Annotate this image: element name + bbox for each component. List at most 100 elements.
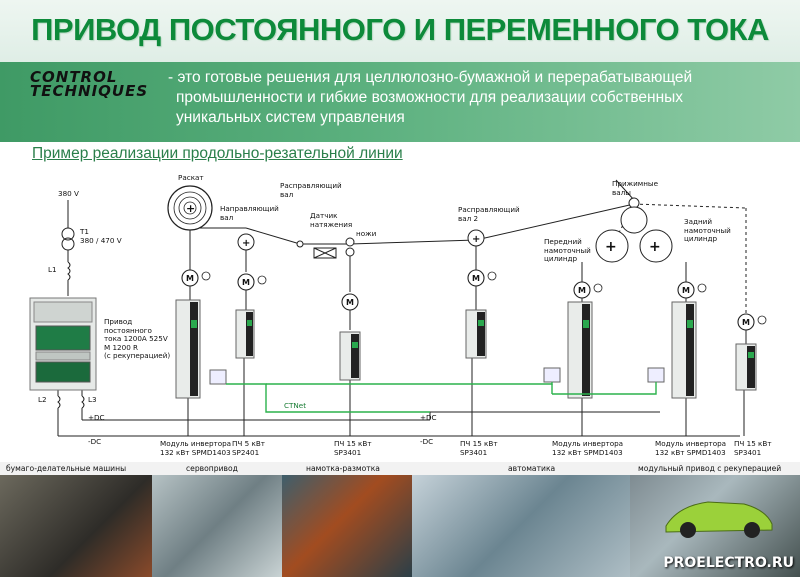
motor-row bbox=[189, 230, 687, 292]
inverter-module-1 bbox=[175, 299, 227, 399]
choke-l1-icon bbox=[67, 261, 71, 281]
label-line: вал bbox=[280, 189, 294, 199]
motor-label: M bbox=[742, 318, 750, 327]
photo-automation bbox=[412, 472, 630, 577]
choke-l3-icon bbox=[81, 395, 85, 409]
knife-roll-upper bbox=[345, 237, 355, 247]
label-line: валы bbox=[612, 187, 631, 197]
module-model: 132 кВт SPMD1403 bbox=[655, 447, 726, 457]
label-line: Передний bbox=[544, 237, 582, 246]
label-line: Датчик bbox=[310, 211, 338, 220]
photo-paper-machines bbox=[0, 472, 152, 577]
label-line: цилиндр bbox=[684, 234, 718, 243]
encoder-icon bbox=[201, 271, 211, 281]
unwind-label: Раскат bbox=[178, 173, 204, 182]
nip-roll bbox=[620, 206, 648, 234]
module-caption: Модуль инвертора 132 кВт SPMD1403 bbox=[552, 439, 624, 457]
sports-car-image bbox=[665, 501, 773, 538]
svg-text:+: + bbox=[472, 234, 480, 245]
motor-label: M bbox=[242, 278, 250, 287]
encoder-icon bbox=[487, 271, 497, 281]
label-line: Прижимные bbox=[612, 179, 659, 188]
unwind-roll: + bbox=[167, 185, 213, 231]
rear-rewind-label: Задний намоточный цилиндр bbox=[684, 217, 731, 244]
caption-winding: намотка-размотка bbox=[306, 464, 380, 473]
transformer-primary-icon bbox=[61, 227, 75, 241]
label-line: намоточный bbox=[684, 225, 731, 235]
minus-dc-label-2: -DC bbox=[420, 437, 434, 446]
intro-line-2: промышленности и гибкие возможности для … bbox=[176, 89, 684, 106]
module-model: SP3401 bbox=[334, 447, 362, 457]
guide-roll-label: Направляющий вал bbox=[220, 204, 279, 222]
module-name: ПЧ 5 кВт bbox=[232, 439, 265, 448]
intro-band bbox=[0, 62, 800, 142]
dc-drive-cabinet bbox=[29, 297, 97, 391]
motor-label: M bbox=[682, 286, 690, 295]
svg-text:+: + bbox=[242, 238, 250, 249]
plus-dc-label-2: +DC bbox=[420, 413, 437, 422]
module-name: ПЧ 15 кВт bbox=[334, 439, 372, 448]
module-caption: Модуль инвертора 132 кВт SPMD1403 bbox=[655, 439, 727, 457]
module-name: Модуль инвертора bbox=[655, 439, 727, 448]
module-caption: ПЧ 15 кВт SP3401 bbox=[460, 439, 498, 457]
label-line: Расправляющий bbox=[458, 205, 520, 214]
front-rewind-label: Передний намоточный цилиндр bbox=[544, 237, 591, 264]
ctnet-line bbox=[226, 383, 430, 413]
minus-dc-label: -DC bbox=[88, 437, 102, 446]
label-line: Задний bbox=[684, 217, 713, 226]
slitter-line-diagram: + + + + + bbox=[57, 179, 747, 437]
photo-winding bbox=[282, 472, 412, 577]
module-caption: Модуль инвертора 132 кВт SPMD1403 bbox=[160, 439, 231, 457]
drive-units bbox=[175, 299, 757, 399]
transformer-name: T1 bbox=[80, 227, 89, 236]
encoder-icon bbox=[697, 283, 707, 293]
module-name: ПЧ 15 кВт bbox=[460, 439, 498, 448]
module-caption: ПЧ 15 кВт SP3401 bbox=[734, 439, 772, 457]
label-line: цилиндр bbox=[544, 254, 578, 263]
choke-l1-label: L1 bbox=[48, 265, 57, 274]
module-model: SP3401 bbox=[460, 447, 488, 457]
knives-label: ножи bbox=[356, 229, 377, 238]
page-title: ПРИВОД ПОСТОЯННОГО И ПЕРЕМЕННОГО ТОКА bbox=[31, 12, 769, 47]
motor-label: M bbox=[472, 274, 480, 283]
module-model: 132 кВт SPMD1403 bbox=[160, 447, 231, 457]
dc-drive-line: тока 1200A 525V bbox=[104, 334, 168, 343]
front-rewind-drum bbox=[595, 229, 629, 263]
dc-drive-line: M 1200 R bbox=[104, 342, 139, 352]
module-model: SP3401 bbox=[734, 447, 762, 457]
encoder-icon bbox=[593, 283, 603, 293]
caption-strip bbox=[0, 462, 800, 475]
module-name: Модуль инвертора bbox=[552, 439, 624, 448]
inverter-module-3 bbox=[647, 301, 697, 399]
motor-label: M bbox=[346, 298, 354, 307]
choke-l3-label: L3 bbox=[88, 395, 97, 404]
drive-sp3401-c bbox=[735, 343, 757, 391]
svg-text:+: + bbox=[605, 239, 617, 255]
control-techniques-logo: CONTROL TECHNIQUES bbox=[30, 68, 149, 100]
inverter-module-2 bbox=[543, 301, 593, 399]
dc-drive-label: Привод постоянного тока 1200A 525V M 120… bbox=[104, 317, 171, 361]
label-line: Направляющий bbox=[220, 204, 279, 213]
drive-sp2401 bbox=[235, 309, 255, 359]
svg-text:+: + bbox=[649, 239, 661, 255]
nip-rolls-label: Прижимные валы bbox=[612, 179, 659, 197]
title-band bbox=[0, 0, 800, 62]
caption-paper-machines: бумаго-делательные машины bbox=[6, 464, 127, 473]
dc-drive-line: (с рекуперацией) bbox=[104, 351, 171, 360]
dc-drive-line: постоянного bbox=[104, 325, 152, 335]
drive-sp3401-b bbox=[465, 309, 487, 359]
choke-l2-icon bbox=[57, 395, 61, 409]
transformer-label: T1 380 / 470 V bbox=[80, 227, 122, 245]
choke-l2-label: L2 bbox=[38, 395, 47, 404]
caption-modular-drive: модульный привод с рекуперацией bbox=[638, 464, 782, 473]
photo-servo bbox=[152, 472, 282, 577]
encoder-icon bbox=[757, 315, 767, 325]
tension-sensor-label: Датчик натяжения bbox=[310, 211, 352, 229]
module-model: SP2401 bbox=[232, 447, 260, 457]
logo-line-1: CONTROL bbox=[30, 68, 118, 86]
spreader2-label: Расправляющий вал 2 bbox=[458, 205, 520, 223]
svg-text:+: + bbox=[186, 202, 195, 215]
logo-line-2: TECHNIQUES bbox=[30, 82, 149, 100]
encoder-icon bbox=[257, 275, 267, 285]
